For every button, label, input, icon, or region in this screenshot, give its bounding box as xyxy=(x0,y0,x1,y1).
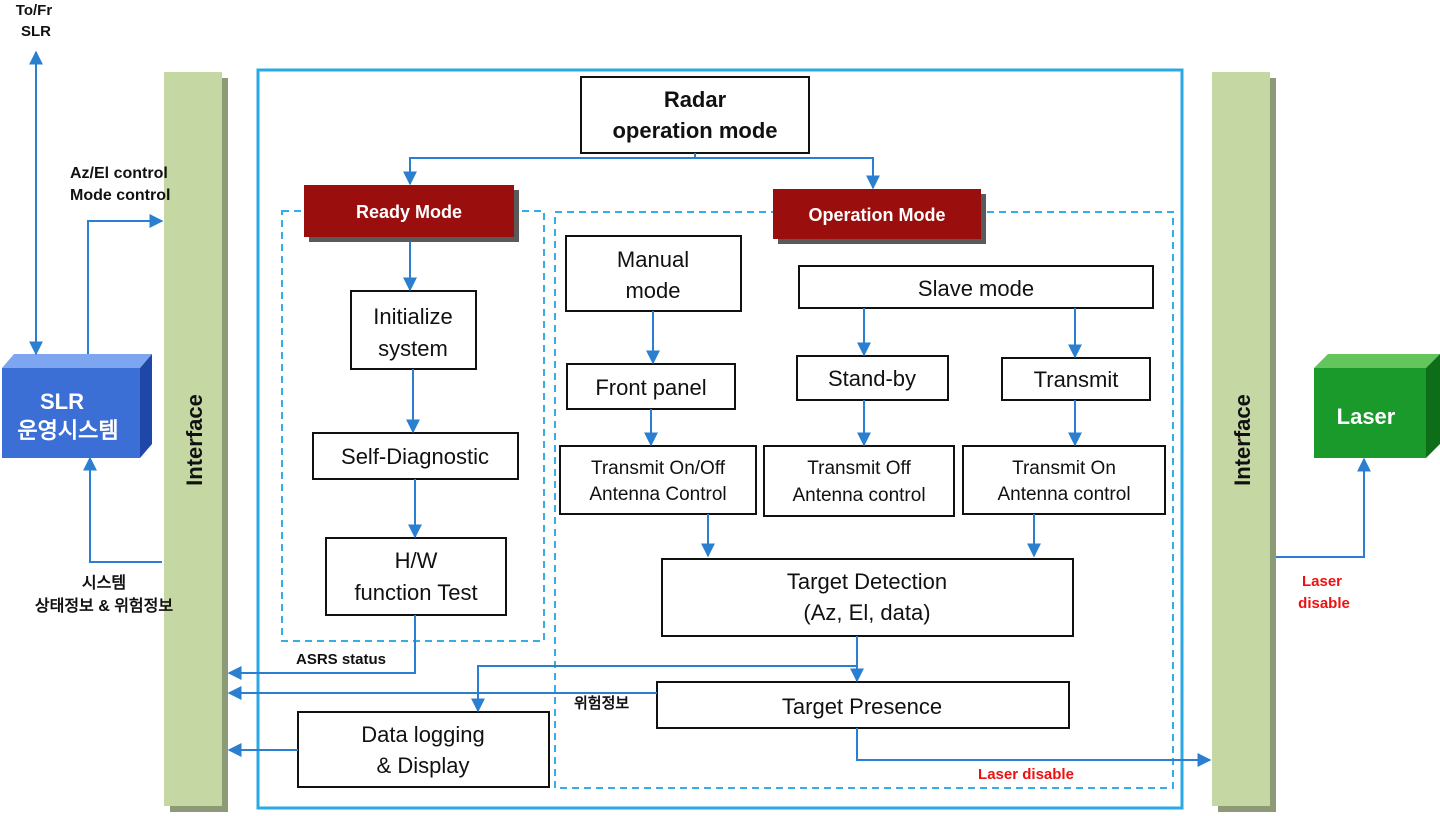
laser-block: Laser xyxy=(1314,354,1440,458)
interface-left-label: Interface xyxy=(182,394,207,486)
ready-mode-group xyxy=(281,210,545,642)
system-status-label-2: 상태정보 & 위험정보 xyxy=(35,596,173,615)
radar-operation-mode-box xyxy=(580,76,810,154)
manual-mode-label-2: mode xyxy=(625,278,680,303)
ready-mode-header: Ready Mode xyxy=(304,185,519,242)
arrow-radar-split xyxy=(403,153,696,186)
initialize-system-label-1: Initialize xyxy=(373,304,452,329)
hw-function-test-label-2: function Test xyxy=(354,580,477,605)
danger-info-label: 위험정보 xyxy=(574,694,629,712)
arrow-asrs-status xyxy=(227,615,416,680)
target-detection-label-1: Target Detection xyxy=(787,569,947,594)
hw-function-test-label-1: H/W xyxy=(395,548,438,573)
transmit-on-label-2: Antenna control xyxy=(997,484,1130,505)
transmit-on-box xyxy=(962,445,1166,515)
initialize-system-label-2: system xyxy=(378,336,448,361)
laser-disable-bottom-label: Laser disable xyxy=(978,766,1074,783)
to-fr-slr-label-2: SLR xyxy=(21,23,51,40)
manual-mode-box xyxy=(565,235,742,312)
ready-mode-title: Ready Mode xyxy=(356,202,462,222)
operation-mode-group xyxy=(554,211,1174,789)
arrow-laser-disable-right xyxy=(1276,457,1371,558)
operation-mode-header: Operation Mode xyxy=(773,189,986,244)
stand-by-box xyxy=(796,355,949,401)
transmit-off-box xyxy=(763,445,955,517)
self-diagnostic-label: Self-Diagnostic xyxy=(341,444,489,469)
radar-operation-mode-label-2: operation mode xyxy=(612,118,777,143)
interface-left-bar: Interface xyxy=(164,72,228,812)
stand-by-label: Stand-by xyxy=(828,366,916,391)
hw-function-test-box xyxy=(325,537,507,616)
slave-mode-label: Slave mode xyxy=(918,276,1034,301)
transmit-off-label-2: Antenna control xyxy=(792,485,925,506)
az-el-control-label: Az/El control xyxy=(70,165,168,182)
transmit-box xyxy=(1001,357,1151,401)
mode-control-label: Mode control xyxy=(70,187,170,204)
target-presence-box xyxy=(656,681,1070,729)
interface-right-label: Interface xyxy=(1230,394,1255,486)
operation-mode-title: Operation Mode xyxy=(808,205,945,225)
transmit-off-label-1: Transmit Off xyxy=(807,458,911,479)
target-detection-box xyxy=(661,558,1074,637)
laser-disable-right-label-1: Laser xyxy=(1302,573,1342,590)
to-fr-slr-label-1: To/Fr xyxy=(16,2,53,19)
system-status-label-1: 시스템 xyxy=(82,573,126,592)
laser-disable-right-label-2: disable xyxy=(1298,595,1350,612)
radar-operation-mode-label-1: Radar xyxy=(664,87,727,112)
arrow-laser-disable-bottom xyxy=(856,728,1212,767)
interface-right-bar: Interface xyxy=(1212,72,1276,812)
front-panel-label: Front panel xyxy=(595,375,706,400)
manual-mode-label-1: Manual xyxy=(617,247,689,272)
main-container xyxy=(256,68,1184,810)
arrow-az-el-control xyxy=(87,214,164,354)
arrow-detection-to-logging xyxy=(471,665,857,713)
target-presence-label: Target Presence xyxy=(782,694,942,719)
transmit-onoff-box xyxy=(559,445,757,515)
arrow-radar-to-operation xyxy=(695,157,880,190)
slr-system-label-2: 운영시스템 xyxy=(17,418,118,443)
flow-arrows xyxy=(29,50,1371,767)
slr-system-block: SLR 운영시스템 xyxy=(2,354,152,458)
initialize-system-box xyxy=(350,290,477,370)
target-detection-label-2: (Az, El, data) xyxy=(803,600,930,625)
laser-label: Laser xyxy=(1337,404,1396,429)
arrow-system-status xyxy=(83,456,162,563)
data-logging-label-2: & Display xyxy=(377,753,470,778)
data-logging-box xyxy=(297,711,550,788)
asrs-status-label: ASRS status xyxy=(296,651,386,668)
slave-mode-box xyxy=(798,265,1154,309)
data-logging-label-1: Data logging xyxy=(361,722,485,747)
transmit-onoff-label-1: Transmit On/Off xyxy=(591,458,726,479)
transmit-onoff-label-2: Antenna Control xyxy=(589,484,726,505)
transmit-on-label-1: Transmit On xyxy=(1012,458,1116,479)
slr-system-label-1: SLR xyxy=(40,389,84,414)
transmit-label: Transmit xyxy=(1034,367,1119,392)
